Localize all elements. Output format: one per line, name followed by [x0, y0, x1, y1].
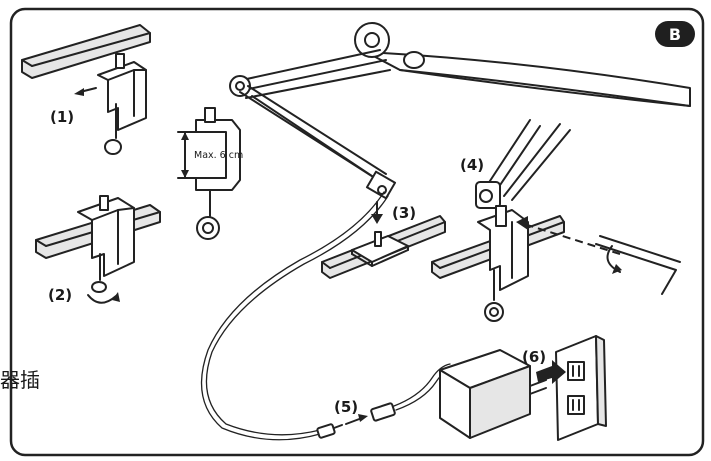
section-badge-label: B [669, 25, 681, 44]
cut-off-text: 器插 [0, 368, 40, 392]
adapter-illustration [439, 349, 547, 439]
step-3-label: (3) [392, 204, 416, 222]
step-3-mount-illustration [321, 201, 446, 279]
wall-socket-illustration [536, 335, 607, 441]
lamp-arm-illustration [229, 22, 691, 200]
step-4-joint-illustration [431, 119, 681, 322]
max-height-label: Max. 6 cm [194, 150, 243, 161]
section-badge: B [655, 21, 695, 47]
step-2-clamp-illustration [35, 195, 161, 304]
step-1-clamp-illustration [21, 24, 151, 155]
step-2-label: (2) [48, 286, 72, 304]
step-1-label: (1) [50, 108, 74, 126]
step-6-label: (6) [522, 348, 546, 366]
step-4-label: (4) [460, 156, 484, 174]
max-clamp-illustration [177, 107, 241, 240]
step-5-label: (5) [334, 398, 358, 416]
